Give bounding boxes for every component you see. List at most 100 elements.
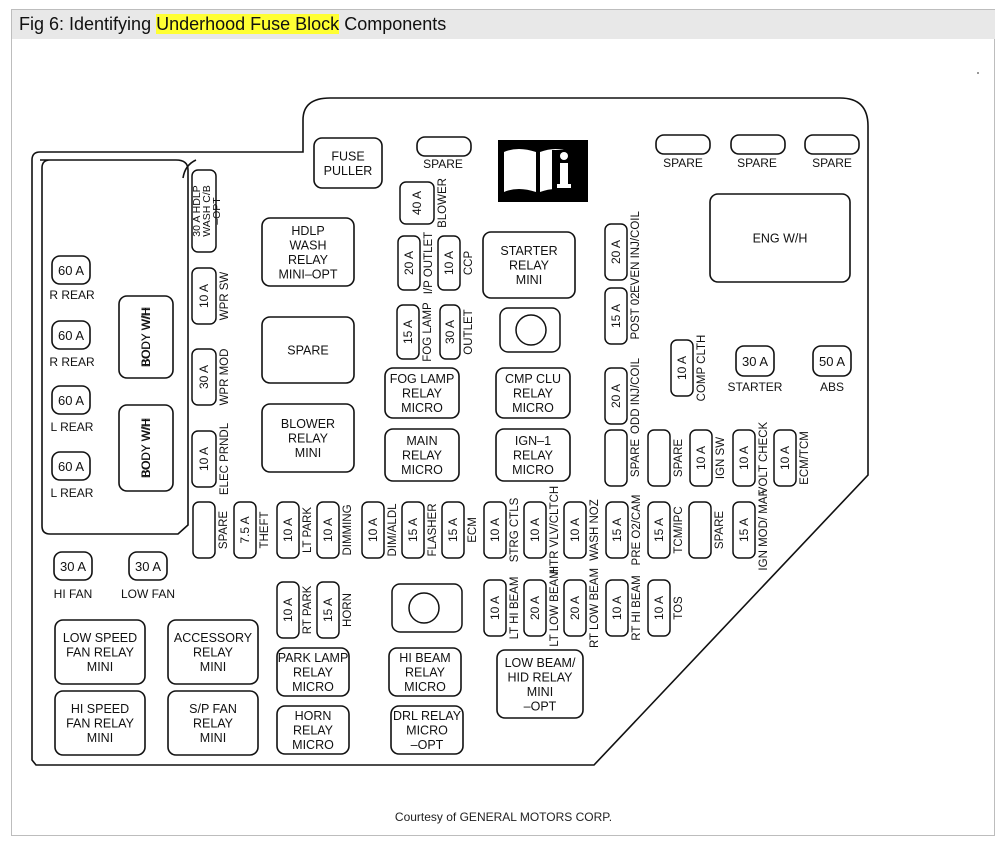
park-lamp-relay-label: MICRO [292, 680, 334, 694]
spare-relay-outline [261, 316, 355, 384]
fuse-htr-vlv-clutch-label: HTR VLV/CLTCH [549, 486, 561, 574]
fuse-l-rear-2-amp: 60 A [58, 459, 84, 474]
spare-top-left-outline [416, 136, 472, 157]
spare-right-3-caption: SPARE [812, 156, 852, 170]
hi-beam-relay-outline [388, 647, 462, 697]
fuse-hi-fan-amp: 30 A [60, 559, 86, 574]
fuse-spare-v2-label: SPARE [673, 439, 685, 477]
fuse-abs-amp: 50 A [819, 354, 845, 369]
fuse-spare-v1: SPARE [604, 429, 642, 487]
low-speed-fan-relay-label: MINI [87, 660, 113, 674]
cmp-clu-relay-label: RELAY [513, 387, 554, 401]
fuse-ecm-label: ECM [467, 517, 479, 543]
spare-right-2 [730, 134, 786, 155]
hi-beam-relay-label: RELAY [405, 666, 446, 680]
fuse-horn-body [316, 581, 340, 639]
fuse-elec-prndl-amp: 10 A [197, 447, 211, 471]
fuse-strg-ctls-label: STRG CTLS [509, 497, 521, 562]
hdlp-wash-relay-label: WASH [289, 238, 326, 252]
round-socket-2 [391, 583, 463, 633]
fuse-hdlp-wash-cb-amp: 30 A HDLP [191, 185, 203, 236]
accessory-relay-outline [167, 619, 259, 685]
fuse-spare-v3: SPARE [192, 501, 230, 559]
fuse-dim-aldl-label: DIM/ALDL [387, 503, 399, 557]
fuse-ecm-tcm-amp: 10 A [778, 446, 792, 470]
fuse-tos-body [647, 579, 671, 637]
fuse-block-outline [31, 97, 869, 766]
horn-relay-label: HORN [295, 709, 332, 723]
fuse-lt-park-amp: 10 A [281, 518, 295, 542]
fuse-wpr-sw-amp: 10 A [197, 284, 211, 308]
fuse-pre-o2-cam-label: PRE O2/CAM [631, 495, 643, 566]
fuse-rt-hi-beam-body [605, 579, 629, 637]
blower-relay-label: RELAY [288, 432, 329, 446]
cmp-clu-relay-label: MICRO [512, 401, 554, 415]
fuse-outlet-body [439, 304, 461, 360]
drl-relay-label: MICRO [406, 724, 448, 738]
starter-relay-outline [482, 231, 576, 299]
fuse-rt-hi-beam-label: RT HI BEAM [631, 575, 643, 640]
l-rear-1-caption: L REAR [51, 420, 94, 434]
fuse-lt-park-body [276, 501, 300, 559]
fuse-ccp-body [437, 235, 461, 291]
blower-relay-label: MINI [295, 446, 321, 460]
fuse-ign-sw-body [689, 429, 713, 487]
fuse-volt-check-label: VOLT CHECK [758, 421, 770, 494]
round-sockets [391, 307, 561, 633]
fuse-rt-low-beam-amp: 20 A [568, 596, 582, 620]
fuse-even-inj-coil-label: EVEN INJ/COIL [630, 211, 642, 293]
park-lamp-relay-label: RELAY [293, 666, 334, 680]
fuse-ign-mod-maf-amp: 15 A [737, 518, 751, 542]
eng-wh: ENG W/H [709, 193, 851, 283]
fuse-pre-o2-cam-body [605, 501, 629, 559]
low-beam-hid-relay-label: HID RELAY [507, 670, 573, 684]
fuse-wash-noz-amp: 10 A [568, 518, 582, 542]
title-prefix: Fig 6: Identifying [19, 14, 157, 34]
fuse-tos-amp: 10 A [652, 596, 666, 620]
spare-right-2-outline [730, 134, 786, 155]
fuse-starter: 30 A [735, 345, 775, 377]
fuse-dimming-label: DIMMING [342, 504, 354, 555]
fuse-puller-label: FUSE [331, 149, 364, 163]
park-lamp-relay-outline [276, 647, 350, 697]
drl-relay-label: –OPT [411, 738, 444, 752]
body-wh-2-label: BODY W/H [141, 419, 153, 477]
spare-relay-label: SPARE [287, 344, 328, 358]
fuse-lt-low-beam-body [523, 579, 547, 637]
main-relay-label: MAIN [406, 434, 437, 448]
fuse-even-inj-coil-body [604, 223, 628, 281]
fog-lamp-relay-label: FOG LAMP [390, 372, 455, 386]
fuse-ip-outlet-body [397, 235, 421, 291]
fuse-wash-noz-label: WASH NOZ [589, 499, 601, 561]
fuse-odd-inj-coil-body [604, 367, 628, 425]
main-relay-outline [384, 428, 460, 482]
title-suffix: Components [339, 14, 447, 34]
fuse-dimming-body [316, 501, 340, 559]
fuse-spare-v1-body [604, 429, 628, 487]
fuse-hdlp-wash-cb-amp: WASH C/B [201, 185, 213, 237]
fuse-blower-body [399, 181, 435, 225]
fuse-hdlp-wash-cb-amp: –OPT [211, 197, 223, 225]
accessory-relay-label: RELAY [193, 646, 234, 660]
spare-right-1 [655, 134, 711, 155]
